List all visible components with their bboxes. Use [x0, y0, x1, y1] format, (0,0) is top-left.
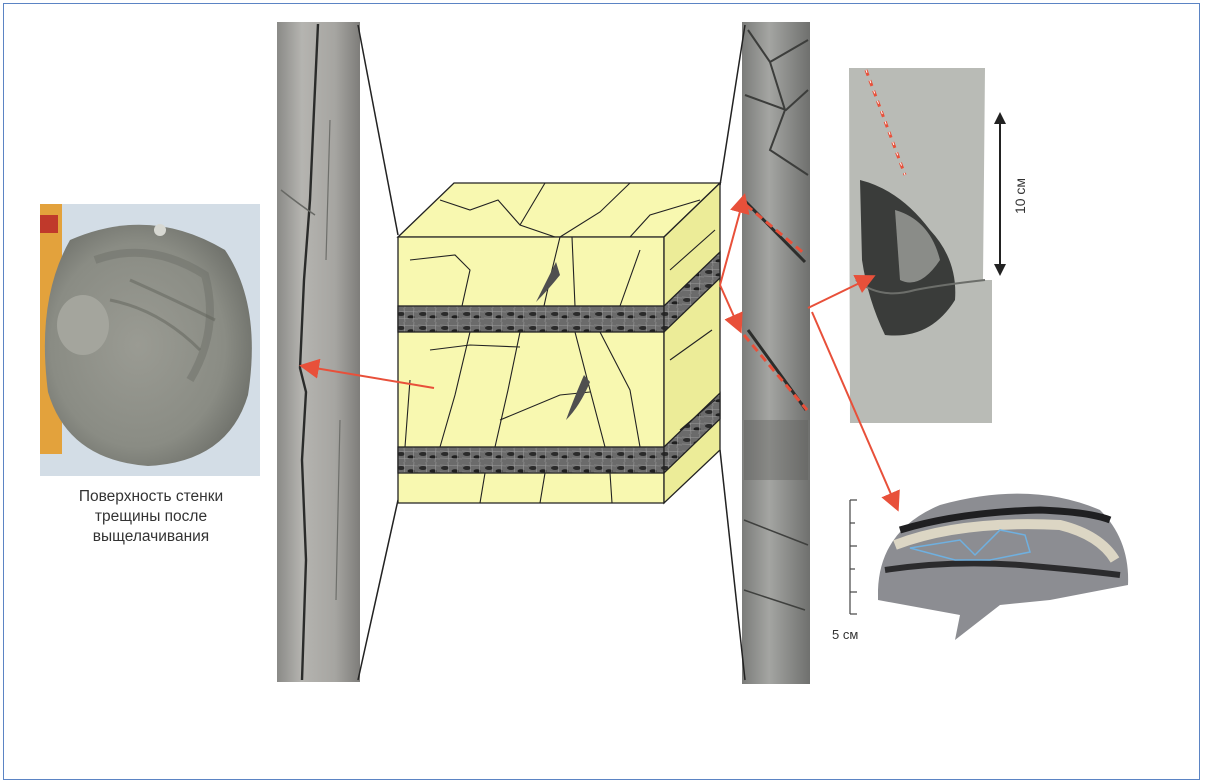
scale-label-5cm: 5 см — [832, 627, 858, 642]
leached-surface-photo — [40, 204, 260, 476]
leached-surface-caption: Поверхность стенки трещины после выщелач… — [40, 487, 262, 547]
fracture-block-diagram — [398, 183, 720, 503]
scale-bar-10cm — [994, 112, 1006, 276]
left-core-photo — [277, 22, 360, 682]
caption-line-1: Поверхность стенки — [40, 487, 262, 507]
caption-line-3: выщелачивания — [40, 527, 262, 547]
vug-core-photo — [849, 68, 992, 423]
sample-half-core-photo — [878, 494, 1128, 640]
right-core-photo — [742, 22, 810, 684]
caption-line-2: трещины после — [40, 507, 262, 527]
scale-label-10cm: 10 см — [1012, 178, 1028, 214]
scale-bar-5cm — [850, 500, 857, 614]
